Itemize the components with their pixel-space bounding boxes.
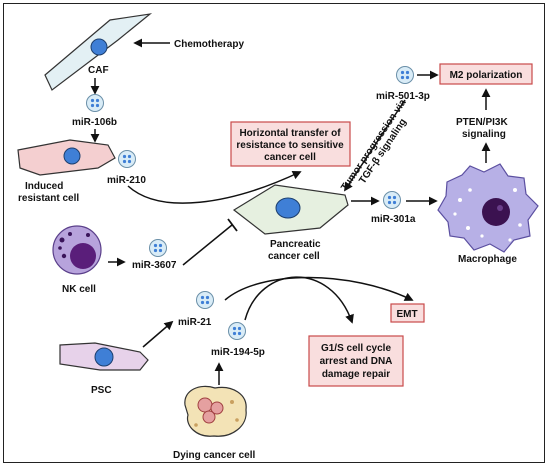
mir301a-exosome — [383, 191, 401, 209]
pancreatic-cancer-cell — [232, 184, 349, 235]
mir21-arc-arrow — [224, 276, 414, 301]
pten-label-line2: signaling — [462, 129, 506, 140]
mir194-exosome — [228, 322, 246, 340]
pancreatic-label-line1: Pancreatic — [270, 239, 321, 250]
mir210-to-horizontal-arrow — [127, 170, 302, 204]
g1s-line1: G1/S cell cycle — [321, 343, 391, 354]
mir194-label: miR-194-5p — [211, 347, 265, 358]
mir106b-label: miR-106b — [72, 117, 117, 128]
mir21-exosome — [196, 291, 214, 309]
induced-label-line2: resistant cell — [18, 193, 79, 204]
induced-label-line1: Induced — [25, 181, 63, 192]
nk-cell-label: NK cell — [62, 284, 96, 295]
macrophage-label: Macrophage — [458, 254, 517, 265]
mir210-exosome — [118, 150, 136, 168]
horizontal-line3: cancer cell — [264, 152, 316, 163]
psc-label: PSC — [91, 385, 112, 396]
figure-border — [3, 3, 545, 463]
mir301a-label: miR-301a — [371, 214, 416, 225]
dying-label: Dying cancer cell — [173, 450, 255, 461]
dying-cancer-cell — [184, 385, 247, 437]
horizontal-line2: resistance to sensitive — [236, 140, 344, 151]
mir106b-exosome — [86, 94, 104, 112]
mir3607-label: miR-3607 — [132, 260, 177, 271]
pten-label-line1: PTEN/PI3K — [456, 117, 508, 128]
macrophage-cell — [437, 163, 539, 253]
psc-cell — [59, 342, 149, 371]
induced-resistant-cell — [17, 139, 116, 176]
mir21-label: miR-21 — [178, 317, 212, 328]
mir3607-exosome — [149, 239, 167, 257]
tumor-progression-arrow — [344, 99, 406, 192]
tumor-progression-text: Tumor progression via TGF-β signaling — [339, 97, 409, 193]
g1s-line3: damage repair — [322, 369, 390, 380]
pancreatic-label-line2: cancer cell — [268, 251, 320, 262]
nk-cell — [52, 225, 102, 275]
mir501-label: miR-501-3p — [376, 91, 430, 102]
horizontal-transfer-box: Horizontal transfer of resistance to sen… — [230, 121, 351, 167]
caf-cell — [44, 13, 153, 91]
emt-box: EMT — [390, 303, 425, 323]
m2-label: M2 polarization — [450, 70, 523, 81]
horizontal-line1: Horizontal transfer of — [239, 128, 341, 139]
m2-polarization-box: M2 polarization — [439, 63, 533, 85]
chemotherapy-label: Chemotherapy — [174, 39, 244, 50]
g1s-line2: arrest and DNA — [320, 356, 393, 367]
psc-to-mir21-arrow — [142, 320, 174, 348]
emt-label: EMT — [396, 309, 417, 320]
mir3607-inhibition — [182, 218, 238, 266]
mir501-exosome — [396, 66, 414, 84]
caf-label: CAF — [88, 65, 109, 76]
mir194-arc-arrow — [244, 276, 354, 324]
g1s-box: G1/S cell cycle arrest and DNA damage re… — [308, 335, 404, 387]
mir210-label: miR-210 — [107, 175, 146, 186]
